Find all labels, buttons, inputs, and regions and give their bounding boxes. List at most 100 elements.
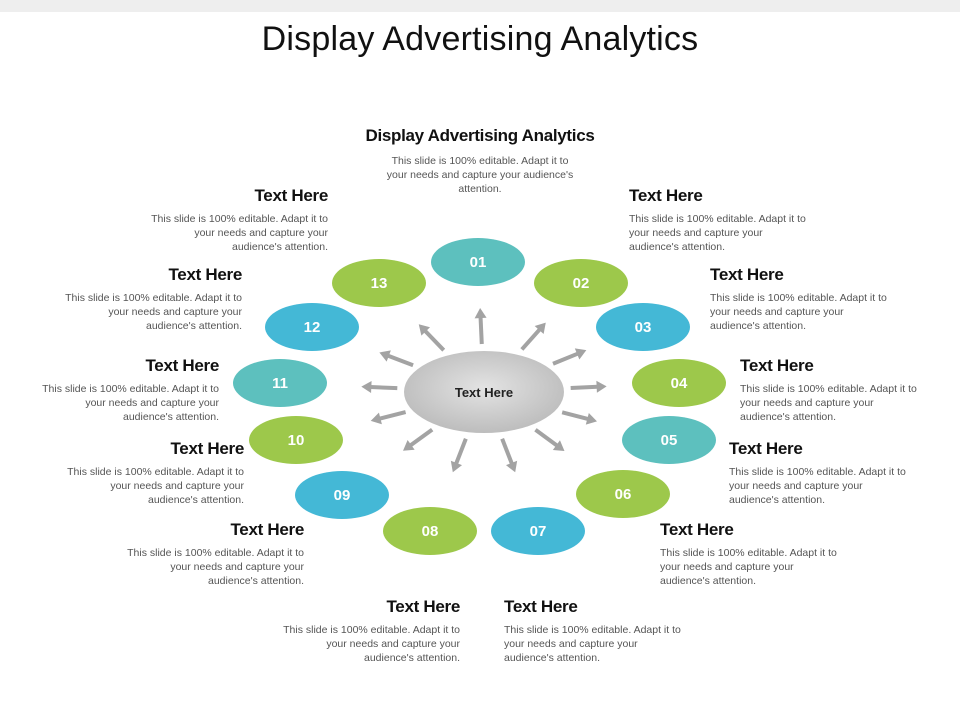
text-block-heading: Text Here — [230, 520, 304, 539]
arrow-shaft — [378, 410, 407, 421]
cycle-node-11: 11 — [233, 359, 327, 407]
cycle-node-06: 06 — [576, 470, 670, 518]
cycle-node-07: 07 — [491, 507, 585, 555]
nodes-layer: 01 02 03 04 05 06 07 08 09 10 11 12 13 — [233, 238, 726, 555]
node-ellipse — [576, 470, 670, 518]
cycle-node-08: 08 — [383, 507, 477, 555]
arrow-head — [505, 460, 518, 473]
text-block-06: Text Here This slide is 100% editable. A… — [660, 520, 845, 588]
cycle-node-05: 05 — [622, 416, 716, 464]
text-block-body: This slide is 100% editable. Adapt it to… — [127, 547, 304, 587]
node-ellipse — [491, 507, 585, 555]
center-ellipse — [404, 351, 564, 433]
text-block-body: This slide is 100% editable. Adapt it to… — [151, 213, 328, 253]
text-block-07: Text Here This slide is 100% editable. A… — [504, 597, 689, 665]
arrow-to-node-08 — [450, 438, 468, 473]
node-ellipse — [622, 416, 716, 464]
cycle-node-01: 01 — [431, 238, 525, 286]
node-ellipse — [431, 238, 525, 286]
text-block-heading: Text Here — [660, 520, 734, 539]
text-block-11: Text Here This slide is 100% editable. A… — [34, 356, 219, 424]
text-block-heading: Text Here — [740, 356, 814, 375]
arrow-head — [418, 324, 431, 336]
arrow-shaft — [423, 329, 446, 352]
text-block-heading: Text Here — [145, 356, 219, 375]
text-block-heading: Text Here — [629, 186, 703, 205]
arrow-to-node-07 — [500, 438, 518, 473]
text-block-10: Text Here This slide is 100% editable. A… — [59, 439, 244, 507]
text-block-05: Text Here This slide is 100% editable. A… — [729, 439, 914, 507]
arrow-shaft — [570, 384, 598, 390]
cycle-node-03: 03 — [596, 303, 690, 351]
text-block-body: This slide is 100% editable. Adapt it to… — [660, 547, 837, 587]
arrow-head — [361, 381, 372, 394]
text-block-02: Text Here This slide is 100% editable. A… — [629, 186, 814, 254]
top-text-block: Display Advertising Analytics This slide… — [340, 126, 620, 196]
top-bar — [0, 0, 960, 12]
arrow-to-node-01 — [474, 308, 487, 345]
node-label: 11 — [272, 375, 288, 392]
node-label: 13 — [371, 275, 388, 292]
top-block-heading: Display Advertising Analytics — [365, 126, 595, 145]
node-ellipse — [249, 416, 343, 464]
node-label: 08 — [422, 523, 439, 540]
text-block-03: Text Here This slide is 100% editable. A… — [710, 265, 895, 333]
node-ellipse — [332, 259, 426, 307]
arrow-head — [403, 440, 415, 451]
cycle-node-04: 04 — [632, 359, 726, 407]
cycle-node-09: 09 — [295, 471, 389, 519]
arrow-shaft — [534, 428, 559, 448]
node-ellipse — [265, 303, 359, 351]
text-block-body: This slide is 100% editable. Adapt it to… — [729, 466, 906, 506]
arrow-to-node-02 — [520, 322, 546, 351]
node-label: 06 — [615, 486, 632, 503]
arrow-to-node-10 — [370, 410, 407, 425]
node-ellipse — [596, 303, 690, 351]
node-label: 05 — [661, 432, 678, 449]
arrow-to-node-09 — [403, 427, 434, 451]
slide-title: Display Advertising Analytics — [261, 20, 699, 58]
text-block-body: This slide is 100% editable. Adapt it to… — [629, 213, 806, 253]
arrow-shaft — [561, 410, 589, 421]
arrows-layer — [361, 308, 607, 473]
cycle-node-02: 02 — [534, 259, 628, 307]
text-block-body: This slide is 100% editable. Adapt it to… — [504, 624, 681, 664]
text-block-heading: Text Here — [170, 439, 244, 458]
arrow-to-node-03 — [552, 348, 587, 366]
arrow-head — [474, 308, 487, 319]
node-ellipse — [632, 359, 726, 407]
arrow-head — [574, 348, 587, 360]
text-block-heading: Text Here — [710, 265, 784, 284]
text-block-body: This slide is 100% editable. Adapt it to… — [740, 383, 917, 423]
arrow-to-node-05 — [561, 410, 597, 425]
cycle-node-13: 13 — [332, 259, 426, 307]
cycle-node-12: 12 — [265, 303, 359, 351]
node-ellipse — [383, 507, 477, 555]
arrow-to-node-13 — [418, 324, 446, 352]
text-block-heading: Text Here — [254, 186, 328, 205]
node-ellipse — [534, 259, 628, 307]
text-block-body: This slide is 100% editable. Adapt it to… — [67, 466, 244, 506]
text-block-body: This slide is 100% editable. Adapt it to… — [42, 383, 219, 423]
arrow-head — [534, 322, 546, 335]
text-block-heading: Text Here — [168, 265, 242, 284]
text-block-heading: Text Here — [504, 597, 578, 616]
arrow-shaft — [454, 438, 468, 465]
text-block-04: Text Here This slide is 100% editable. A… — [740, 356, 925, 424]
text-block-heading: Text Here — [729, 439, 803, 458]
arrow-head — [596, 380, 607, 393]
center-label: Text Here — [455, 385, 513, 400]
node-label: 10 — [288, 432, 305, 449]
text-block-body: This slide is 100% editable. Adapt it to… — [710, 292, 887, 332]
arrow-shaft — [500, 438, 514, 465]
arrow-shaft — [387, 353, 414, 368]
node-label: 03 — [635, 319, 652, 336]
node-ellipse — [233, 359, 327, 407]
arrow-to-node-12 — [379, 350, 414, 368]
arrow-head — [585, 412, 597, 425]
node-label: 12 — [304, 319, 321, 336]
cycle-node-10: 10 — [249, 416, 343, 464]
top-block-body: This slide is 100% editable. Adapt it to… — [386, 155, 574, 195]
node-label: 02 — [573, 275, 590, 292]
